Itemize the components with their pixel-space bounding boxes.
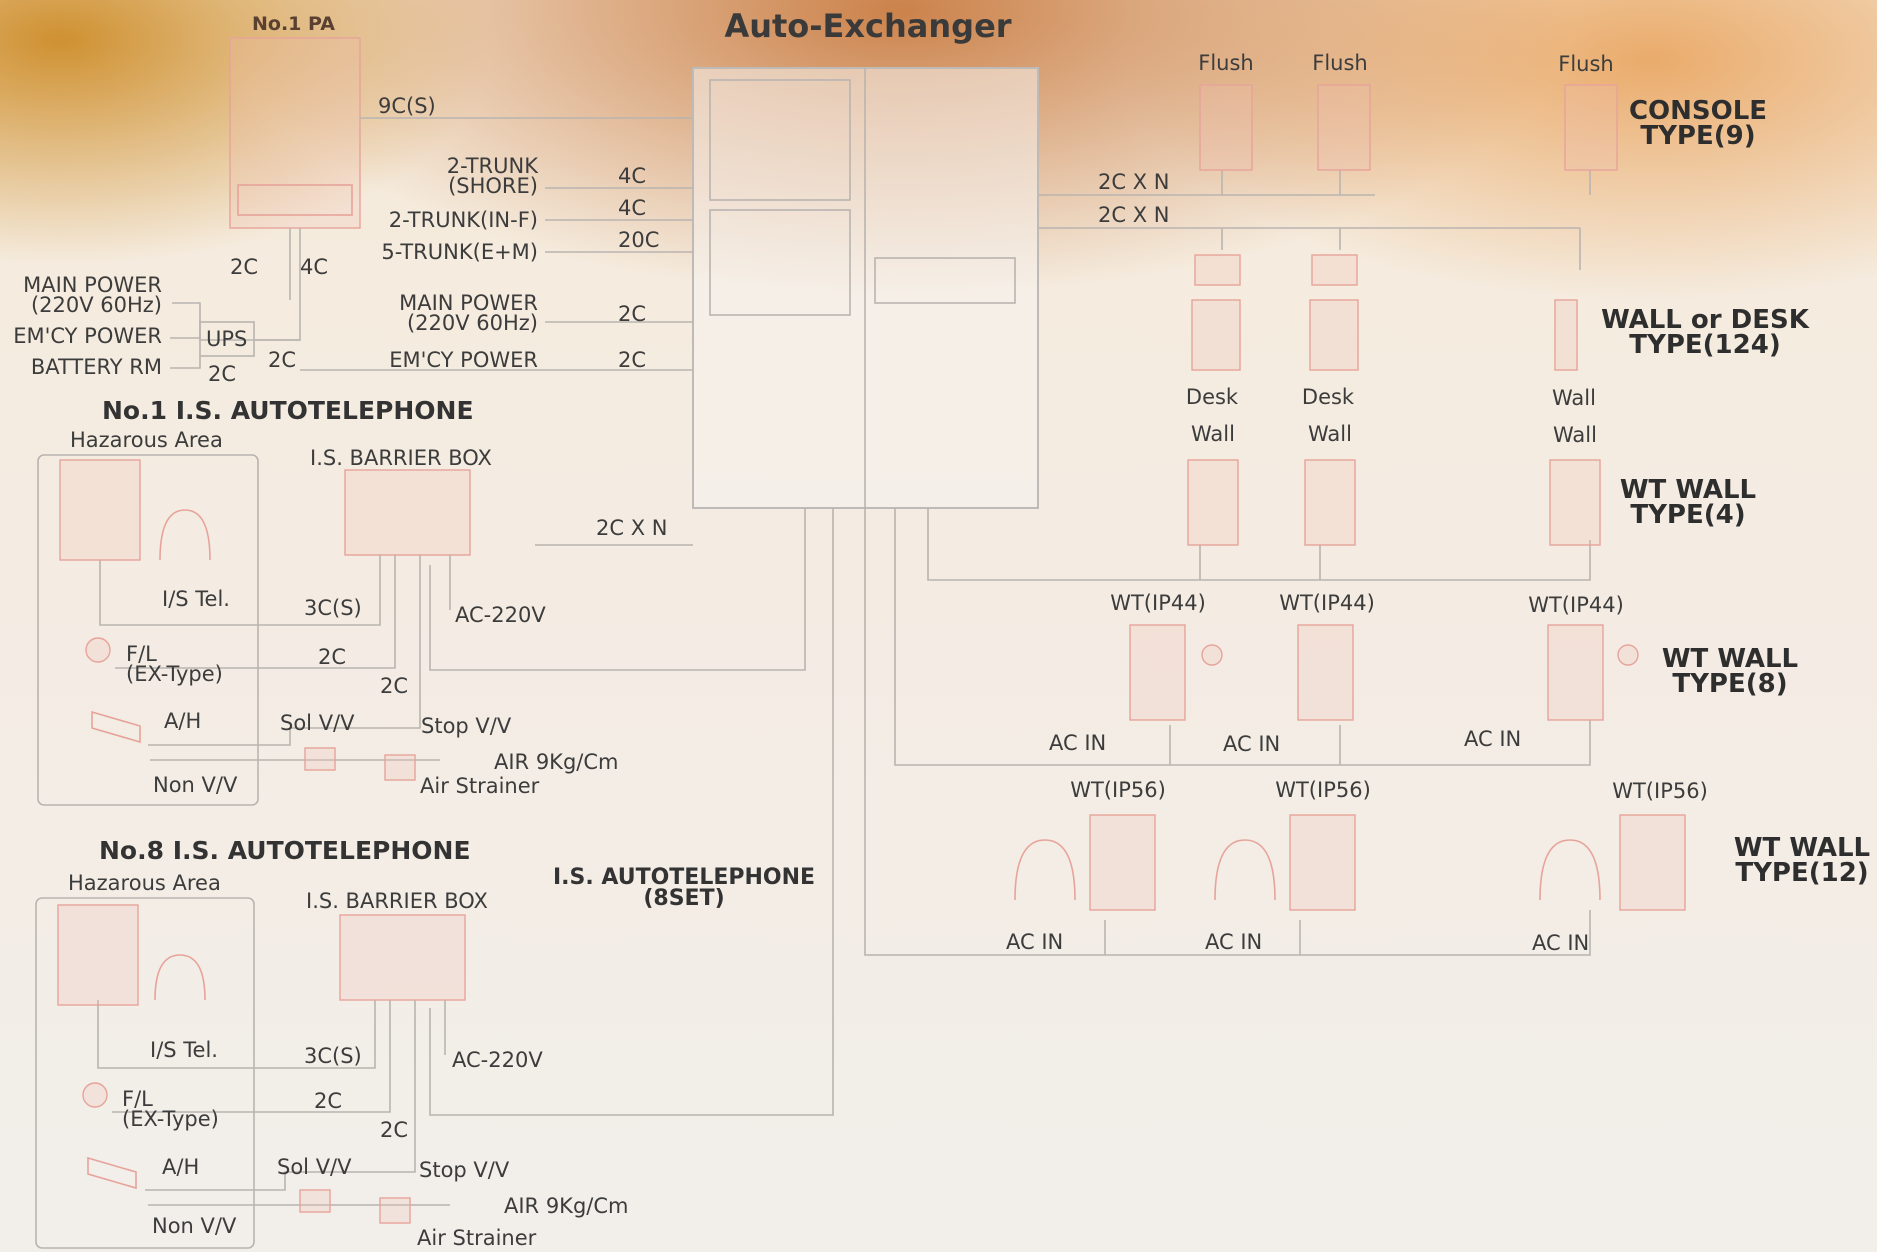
wt4-heading: WT WALL TYPE(4) bbox=[1619, 475, 1757, 530]
input-label-emcy-power: EM'CY POWER bbox=[389, 348, 538, 372]
input-cores-shore: 4C bbox=[618, 164, 647, 188]
pa-main-power: MAIN POWER (220V 60Hz) bbox=[23, 273, 162, 317]
field-link-console: 2C X N bbox=[1098, 170, 1170, 194]
is-set-2-strainer: Air Strainer bbox=[417, 1226, 537, 1250]
is-set-2-stop: Stop V/V bbox=[419, 1158, 510, 1182]
is-set-2-barrier: I.S. BARRIER BOX bbox=[306, 889, 488, 913]
console-heading: CONSOLE TYPE(9) bbox=[1628, 96, 1768, 151]
is-set-2-tel: I/S Tel. bbox=[150, 1038, 218, 1062]
wt4-label-1: Wall bbox=[1191, 422, 1235, 446]
is-set-1-stop: Stop V/V bbox=[421, 714, 512, 738]
wt8-label-2: WT(IP44) bbox=[1279, 591, 1375, 615]
is-link-label: 2C X N bbox=[596, 516, 668, 540]
diagram-title: Auto-Exchanger bbox=[724, 7, 1012, 45]
input-cores-emcy-power: 2C bbox=[618, 348, 647, 372]
wt12-label-2: WT(IP56) bbox=[1275, 778, 1371, 802]
console-label-3: Flush bbox=[1558, 52, 1614, 76]
is-set-2-fl: F/L (EX-Type) bbox=[122, 1087, 219, 1131]
is-set-2-ah-cable: 2C bbox=[380, 1118, 409, 1142]
is-set-1-non: Non V/V bbox=[153, 773, 238, 797]
is-set-1-title: No.1 I.S. AUTOTELEPHONE bbox=[102, 396, 474, 425]
input-label-e-m: 5-TRUNK(E+M) bbox=[381, 240, 538, 264]
pa-cable-2c: 2C bbox=[230, 255, 259, 279]
wt8-heading: WT WALL TYPE(8) bbox=[1661, 644, 1799, 699]
input-cores-main-power: 2C bbox=[618, 302, 647, 326]
is-set-2-title: No.8 I.S. AUTOTELEPHONE bbox=[99, 836, 471, 865]
pa-label: No.1 PA bbox=[252, 13, 335, 35]
input-label-in-f: 2-TRUNK(IN-F) bbox=[388, 208, 538, 232]
wt12-label-3: WT(IP56) bbox=[1612, 779, 1708, 803]
is-set-1-tel: I/S Tel. bbox=[162, 587, 230, 611]
is-set-1-ac: AC-220V bbox=[455, 603, 546, 627]
ups-cable-2c: 2C bbox=[268, 348, 297, 372]
input-label-shore: 2-TRUNK (SHORE) bbox=[446, 154, 538, 198]
pa-link-label: 9C(S) bbox=[378, 94, 436, 118]
input-cores-in-f: 4C bbox=[618, 196, 647, 220]
console-label-1: Flush bbox=[1198, 51, 1254, 75]
is-set-1-area: Hazarous Area bbox=[70, 428, 223, 452]
wt8-label-1: WT(IP44) bbox=[1110, 591, 1206, 615]
is-set-1-sol: Sol V/V bbox=[280, 711, 355, 735]
is-set-1-barrier: I.S. BARRIER BOX bbox=[310, 446, 492, 470]
wt12-ac-3: AC IN bbox=[1532, 931, 1590, 955]
is-set-1-fl-cable: 2C bbox=[318, 645, 347, 669]
is-tel-1-shape bbox=[59, 459, 141, 561]
is-set-1-ah: A/H bbox=[164, 709, 202, 733]
walldesk-label-1: Desk bbox=[1185, 385, 1239, 409]
wt8-ac-3: AC IN bbox=[1464, 727, 1522, 751]
walldesk-label-2: Desk bbox=[1301, 385, 1355, 409]
input-label-main-power: MAIN POWER (220V 60Hz) bbox=[399, 291, 538, 335]
pa-battery-rm: BATTERY RM bbox=[30, 355, 162, 379]
wt12-label-1: WT(IP56) bbox=[1070, 778, 1166, 802]
is-set-1-tel-cable: 3C(S) bbox=[304, 596, 362, 620]
ups-label: UPS bbox=[206, 327, 248, 351]
field-link-wall: 2C X N bbox=[1098, 203, 1170, 227]
pa-emcy-power: EM'CY POWER bbox=[13, 324, 162, 348]
walldesk-heading: WALL or DESK TYPE(124) bbox=[1601, 305, 1809, 360]
is-set-2-non: Non V/V bbox=[152, 1214, 237, 1238]
is-tel-2-shape bbox=[57, 904, 139, 1006]
is-set-1-ah-cable: 2C bbox=[380, 674, 409, 698]
is-set-2-area: Hazarous Area bbox=[68, 871, 221, 895]
wt4-label-3: Wall bbox=[1553, 423, 1597, 447]
wt12-ac-1: AC IN bbox=[1006, 930, 1064, 954]
wt8-ac-2: AC IN bbox=[1223, 732, 1281, 756]
pa-cable-4c: 4C bbox=[300, 255, 329, 279]
is-group-note: I.S. AUTOTELEPHONE (8SET) bbox=[552, 865, 816, 911]
is-set-1-fl: F/L (EX-Type) bbox=[126, 642, 223, 686]
wt8-ac-1: AC IN bbox=[1049, 731, 1107, 755]
wt4-label-2: Wall bbox=[1308, 422, 1352, 446]
input-cores-e-m: 20C bbox=[618, 228, 660, 252]
wt8-label-3: WT(IP44) bbox=[1528, 593, 1624, 617]
is-set-2-ah: A/H bbox=[162, 1155, 200, 1179]
is-set-2-ac: AC-220V bbox=[452, 1048, 543, 1072]
walldesk-label-3: Wall bbox=[1552, 386, 1596, 410]
console-label-2: Flush bbox=[1312, 51, 1368, 75]
is-set-2-air: AIR 9Kg/Cm bbox=[504, 1194, 629, 1218]
is-set-2-sol: Sol V/V bbox=[277, 1155, 352, 1179]
is-set-2-fl-cable: 2C bbox=[314, 1089, 343, 1113]
barrier-box-2-shape bbox=[339, 914, 466, 1001]
barrier-box-1-shape bbox=[344, 469, 471, 556]
is-set-2-tel-cable: 3C(S) bbox=[304, 1044, 362, 1068]
is-set-1-strainer: Air Strainer bbox=[420, 774, 540, 798]
battery-cable-2c: 2C bbox=[208, 362, 237, 386]
is-set-1-air: AIR 9Kg/Cm bbox=[494, 750, 619, 774]
pa-cabinet-shape bbox=[229, 37, 361, 229]
wt12-ac-2: AC IN bbox=[1205, 930, 1263, 954]
wt12-heading: WT WALL TYPE(12) bbox=[1733, 833, 1871, 888]
